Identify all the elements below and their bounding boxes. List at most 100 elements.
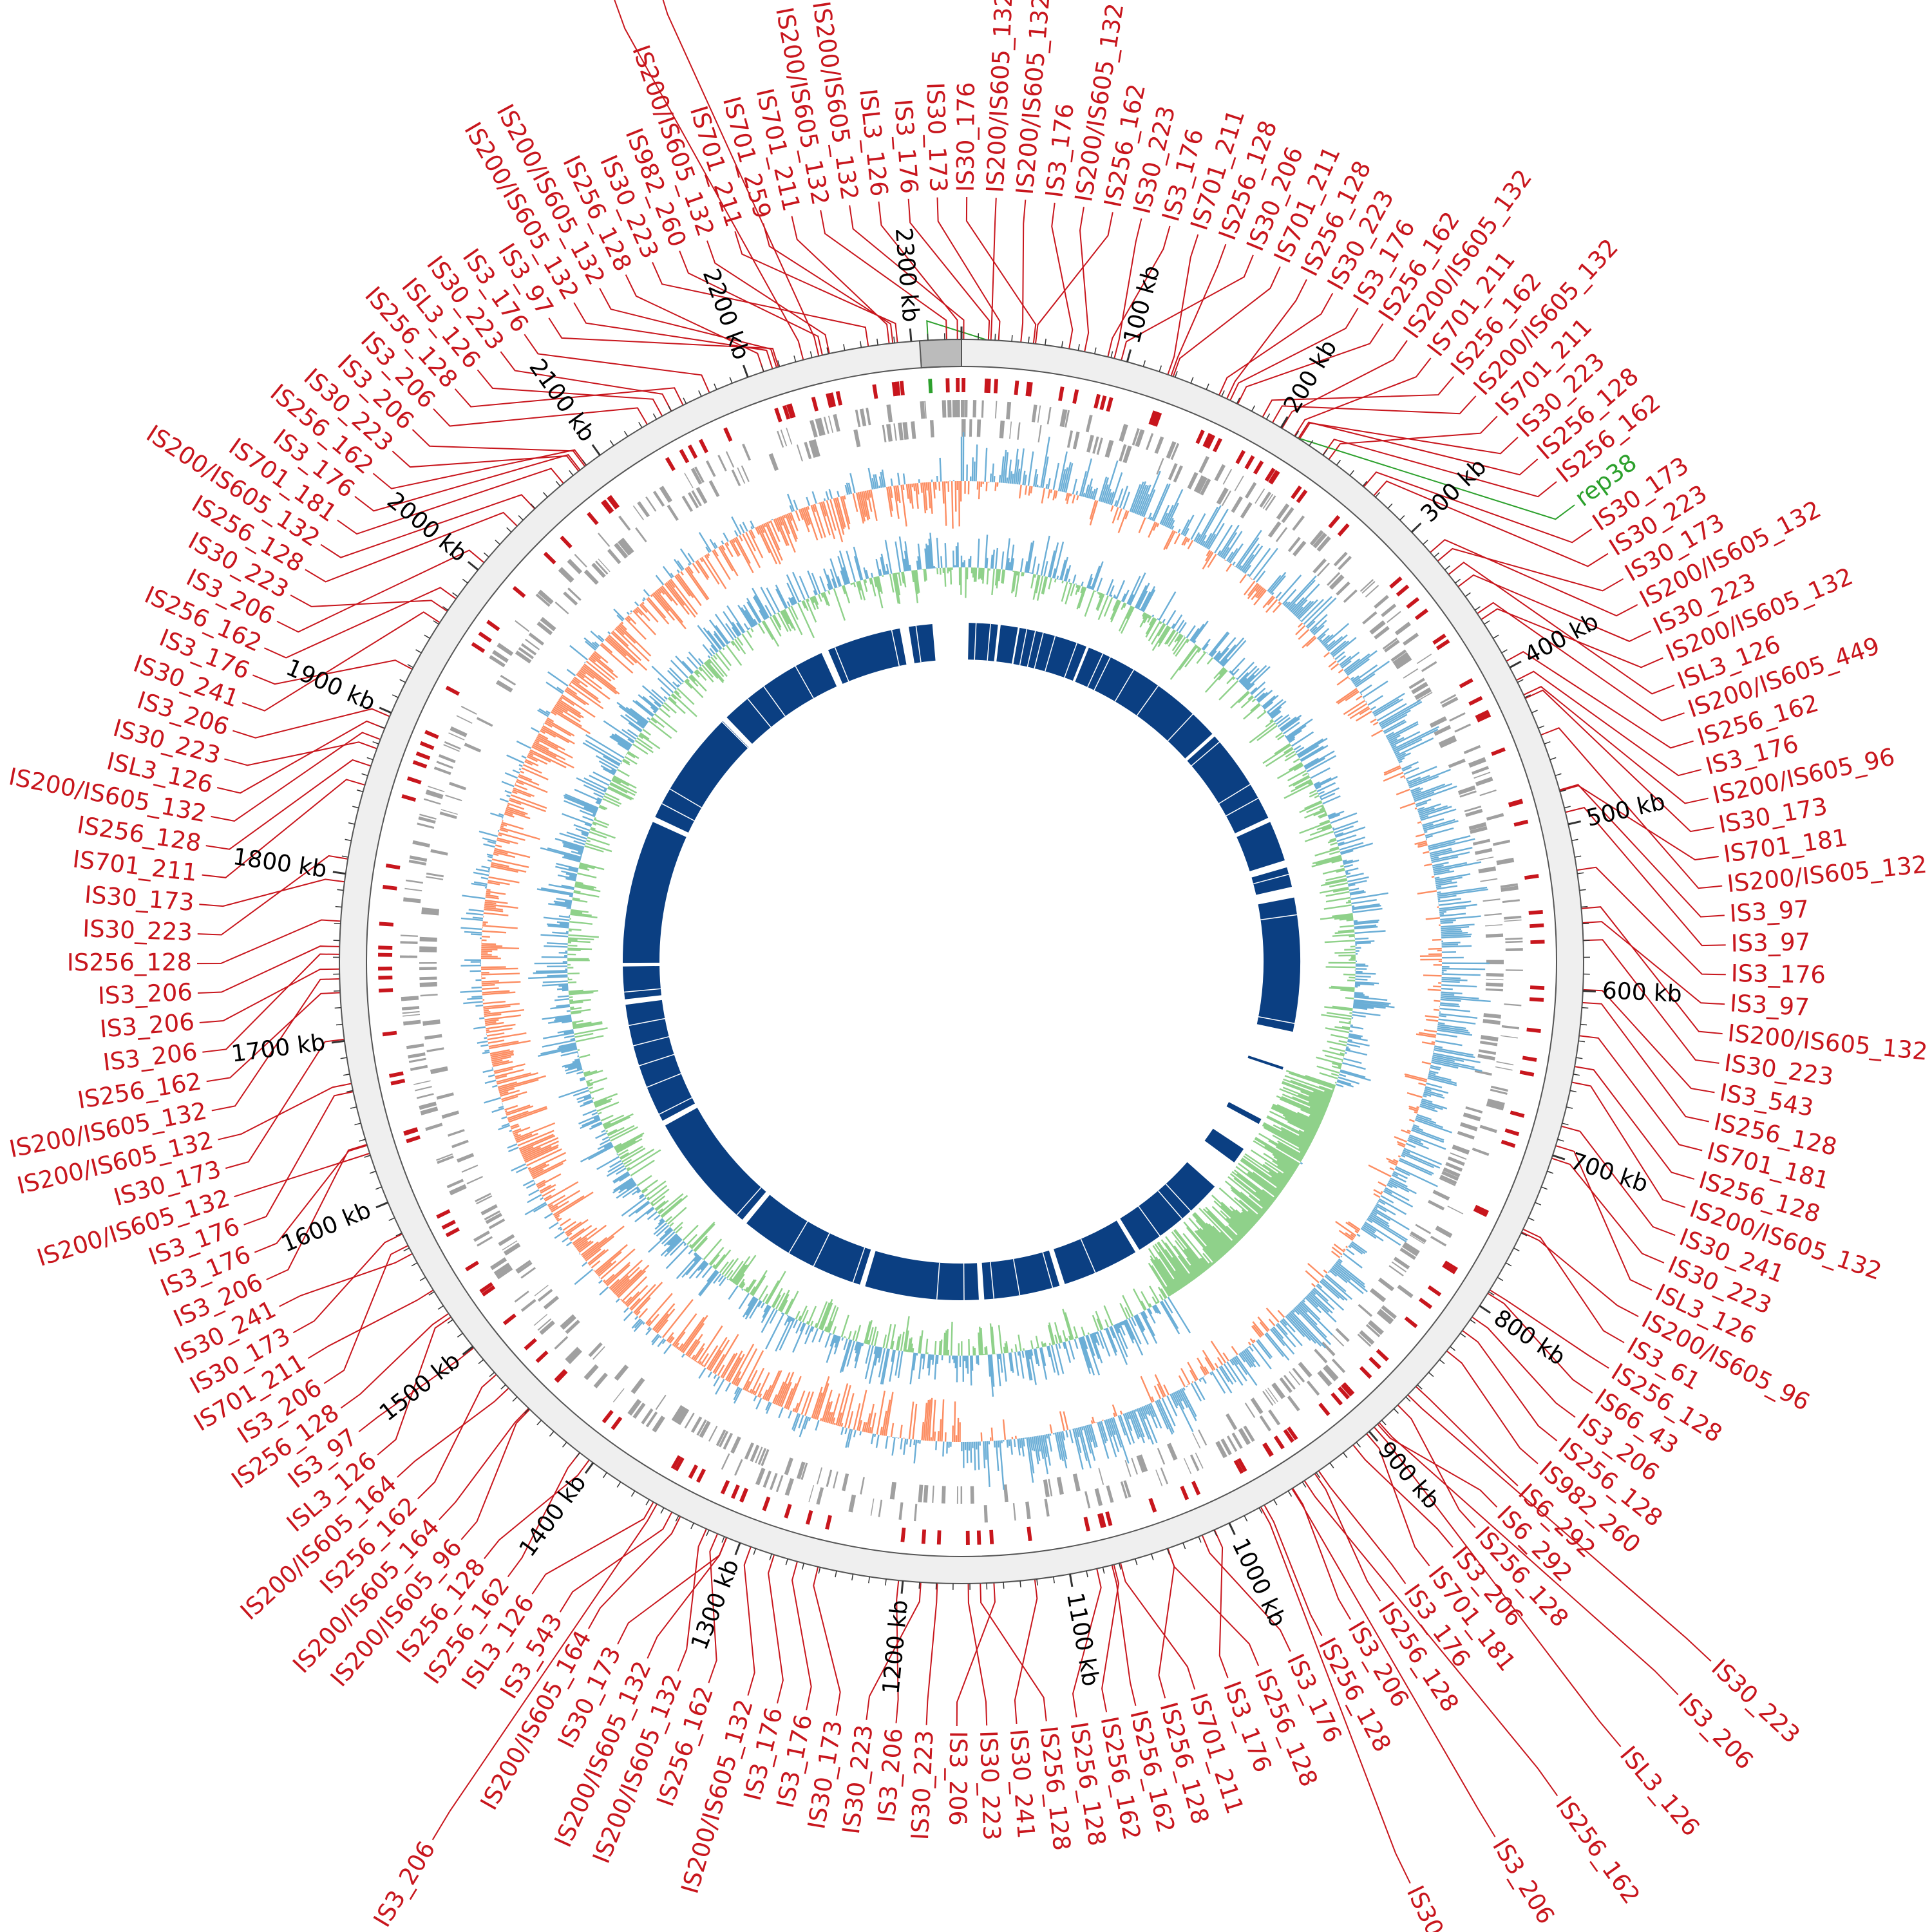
minor-tick <box>489 1372 495 1378</box>
is-mark <box>1513 819 1529 827</box>
is-mark <box>1530 923 1544 928</box>
connector-line <box>925 1583 938 1725</box>
is-mark <box>739 1488 748 1502</box>
scale-label: 1200 kb <box>878 1598 913 1695</box>
minor-tick <box>483 552 489 558</box>
connector-line <box>1583 939 1719 1064</box>
connector-line <box>1577 866 1726 976</box>
connector-line <box>1559 784 1719 861</box>
inner-block-divider <box>1138 1206 1160 1236</box>
minor-tick <box>392 694 399 698</box>
major-tick <box>1126 349 1132 363</box>
connector-line <box>990 198 997 341</box>
minor-tick <box>1555 773 1562 777</box>
minor-tick <box>1094 347 1097 354</box>
minor-tick <box>1309 440 1314 446</box>
connector-line <box>1034 212 1113 344</box>
connector-line <box>266 1144 368 1280</box>
connector-line <box>199 968 340 1023</box>
minor-tick <box>1434 552 1440 558</box>
is-mark <box>670 1455 681 1470</box>
is-label: IS30_223 <box>82 914 193 946</box>
connector-line <box>1272 395 1477 423</box>
minor-tick <box>1524 694 1531 698</box>
is-label-outer: IS30_223 <box>1401 1881 1474 1932</box>
is-mark <box>1342 1382 1355 1396</box>
is-mark <box>389 1071 404 1078</box>
is-mark <box>921 1529 927 1544</box>
is-mark <box>1530 940 1545 944</box>
minor-tick <box>549 1431 554 1437</box>
minor-tick <box>1575 855 1582 858</box>
connector-line <box>762 223 894 344</box>
is-mark <box>1244 455 1255 469</box>
minor-tick <box>1513 1247 1520 1252</box>
minor-tick <box>1464 592 1471 597</box>
minor-tick <box>1417 1384 1423 1390</box>
is-mark <box>502 1313 516 1325</box>
minor-tick <box>555 480 561 487</box>
is-mark <box>1083 1517 1090 1531</box>
connector-line <box>573 302 773 369</box>
minor-tick <box>690 1522 694 1530</box>
minor-tick <box>638 422 643 428</box>
connector-line <box>1352 1444 1454 1548</box>
is-mark <box>1148 1498 1157 1513</box>
connector-line <box>1119 1562 1196 1690</box>
gc-skew-negative <box>481 480 1442 1443</box>
is-mark <box>1504 1128 1520 1137</box>
minor-tick <box>530 503 536 509</box>
is-label: IS3_97 <box>1730 928 1810 958</box>
is-mark <box>445 1227 460 1238</box>
rep-mark <box>928 379 933 393</box>
minor-tick <box>843 344 846 351</box>
minor-tick <box>1582 923 1589 925</box>
connector-line <box>1407 1394 1712 1662</box>
is-mark <box>1287 1426 1298 1441</box>
is-mark <box>1519 1070 1535 1077</box>
connector-line <box>225 1038 345 1170</box>
is-mark <box>1341 1383 1354 1397</box>
is-mark <box>1236 1457 1247 1472</box>
is-mark <box>1014 380 1019 395</box>
minor-tick <box>1151 1553 1154 1560</box>
connector-line <box>614 0 804 361</box>
connector-line <box>679 251 823 355</box>
connector-line <box>1523 686 1709 804</box>
minor-tick <box>1562 1122 1569 1126</box>
minor-tick <box>428 1291 435 1296</box>
connector-line <box>1291 1488 1496 1837</box>
inner-block-divider <box>1012 1258 1021 1296</box>
connector-line <box>1487 1293 1593 1394</box>
minor-tick <box>1493 634 1499 639</box>
connector-line <box>1397 1404 1476 1528</box>
connector-line <box>276 549 485 633</box>
is-label: IS3_206 <box>97 978 193 1010</box>
inner-block-divider <box>629 1018 665 1027</box>
inner-block <box>623 822 687 963</box>
connector-line <box>206 992 341 1083</box>
inner-block-divider <box>1191 741 1220 766</box>
minor-tick <box>1535 1202 1542 1206</box>
connector-line <box>1292 1488 1351 1620</box>
minor-tick <box>369 1170 376 1174</box>
is-mark <box>1318 1403 1331 1416</box>
is-label-outer: IS256_162 <box>1550 1791 1645 1909</box>
connector-line <box>234 1152 370 1198</box>
inner-block-divider <box>1042 1252 1054 1288</box>
connector-line <box>1477 601 1685 722</box>
is-mark <box>730 1484 740 1499</box>
minor-tick <box>1329 1462 1334 1468</box>
is-mark <box>1510 1110 1525 1118</box>
scale-label: 2300 kb <box>890 227 924 323</box>
minor-tick <box>1251 405 1256 412</box>
connector-line <box>1101 1564 1120 1712</box>
inner-block-divider <box>852 1247 866 1283</box>
is-label: IS3_97 <box>1729 989 1810 1021</box>
minor-tick <box>1549 757 1557 761</box>
connector-line <box>1111 1565 1137 1707</box>
connector-line <box>1561 1125 1676 1236</box>
minor-tick <box>1265 413 1271 420</box>
connector-line <box>412 429 586 467</box>
connector-line <box>791 1561 812 1710</box>
